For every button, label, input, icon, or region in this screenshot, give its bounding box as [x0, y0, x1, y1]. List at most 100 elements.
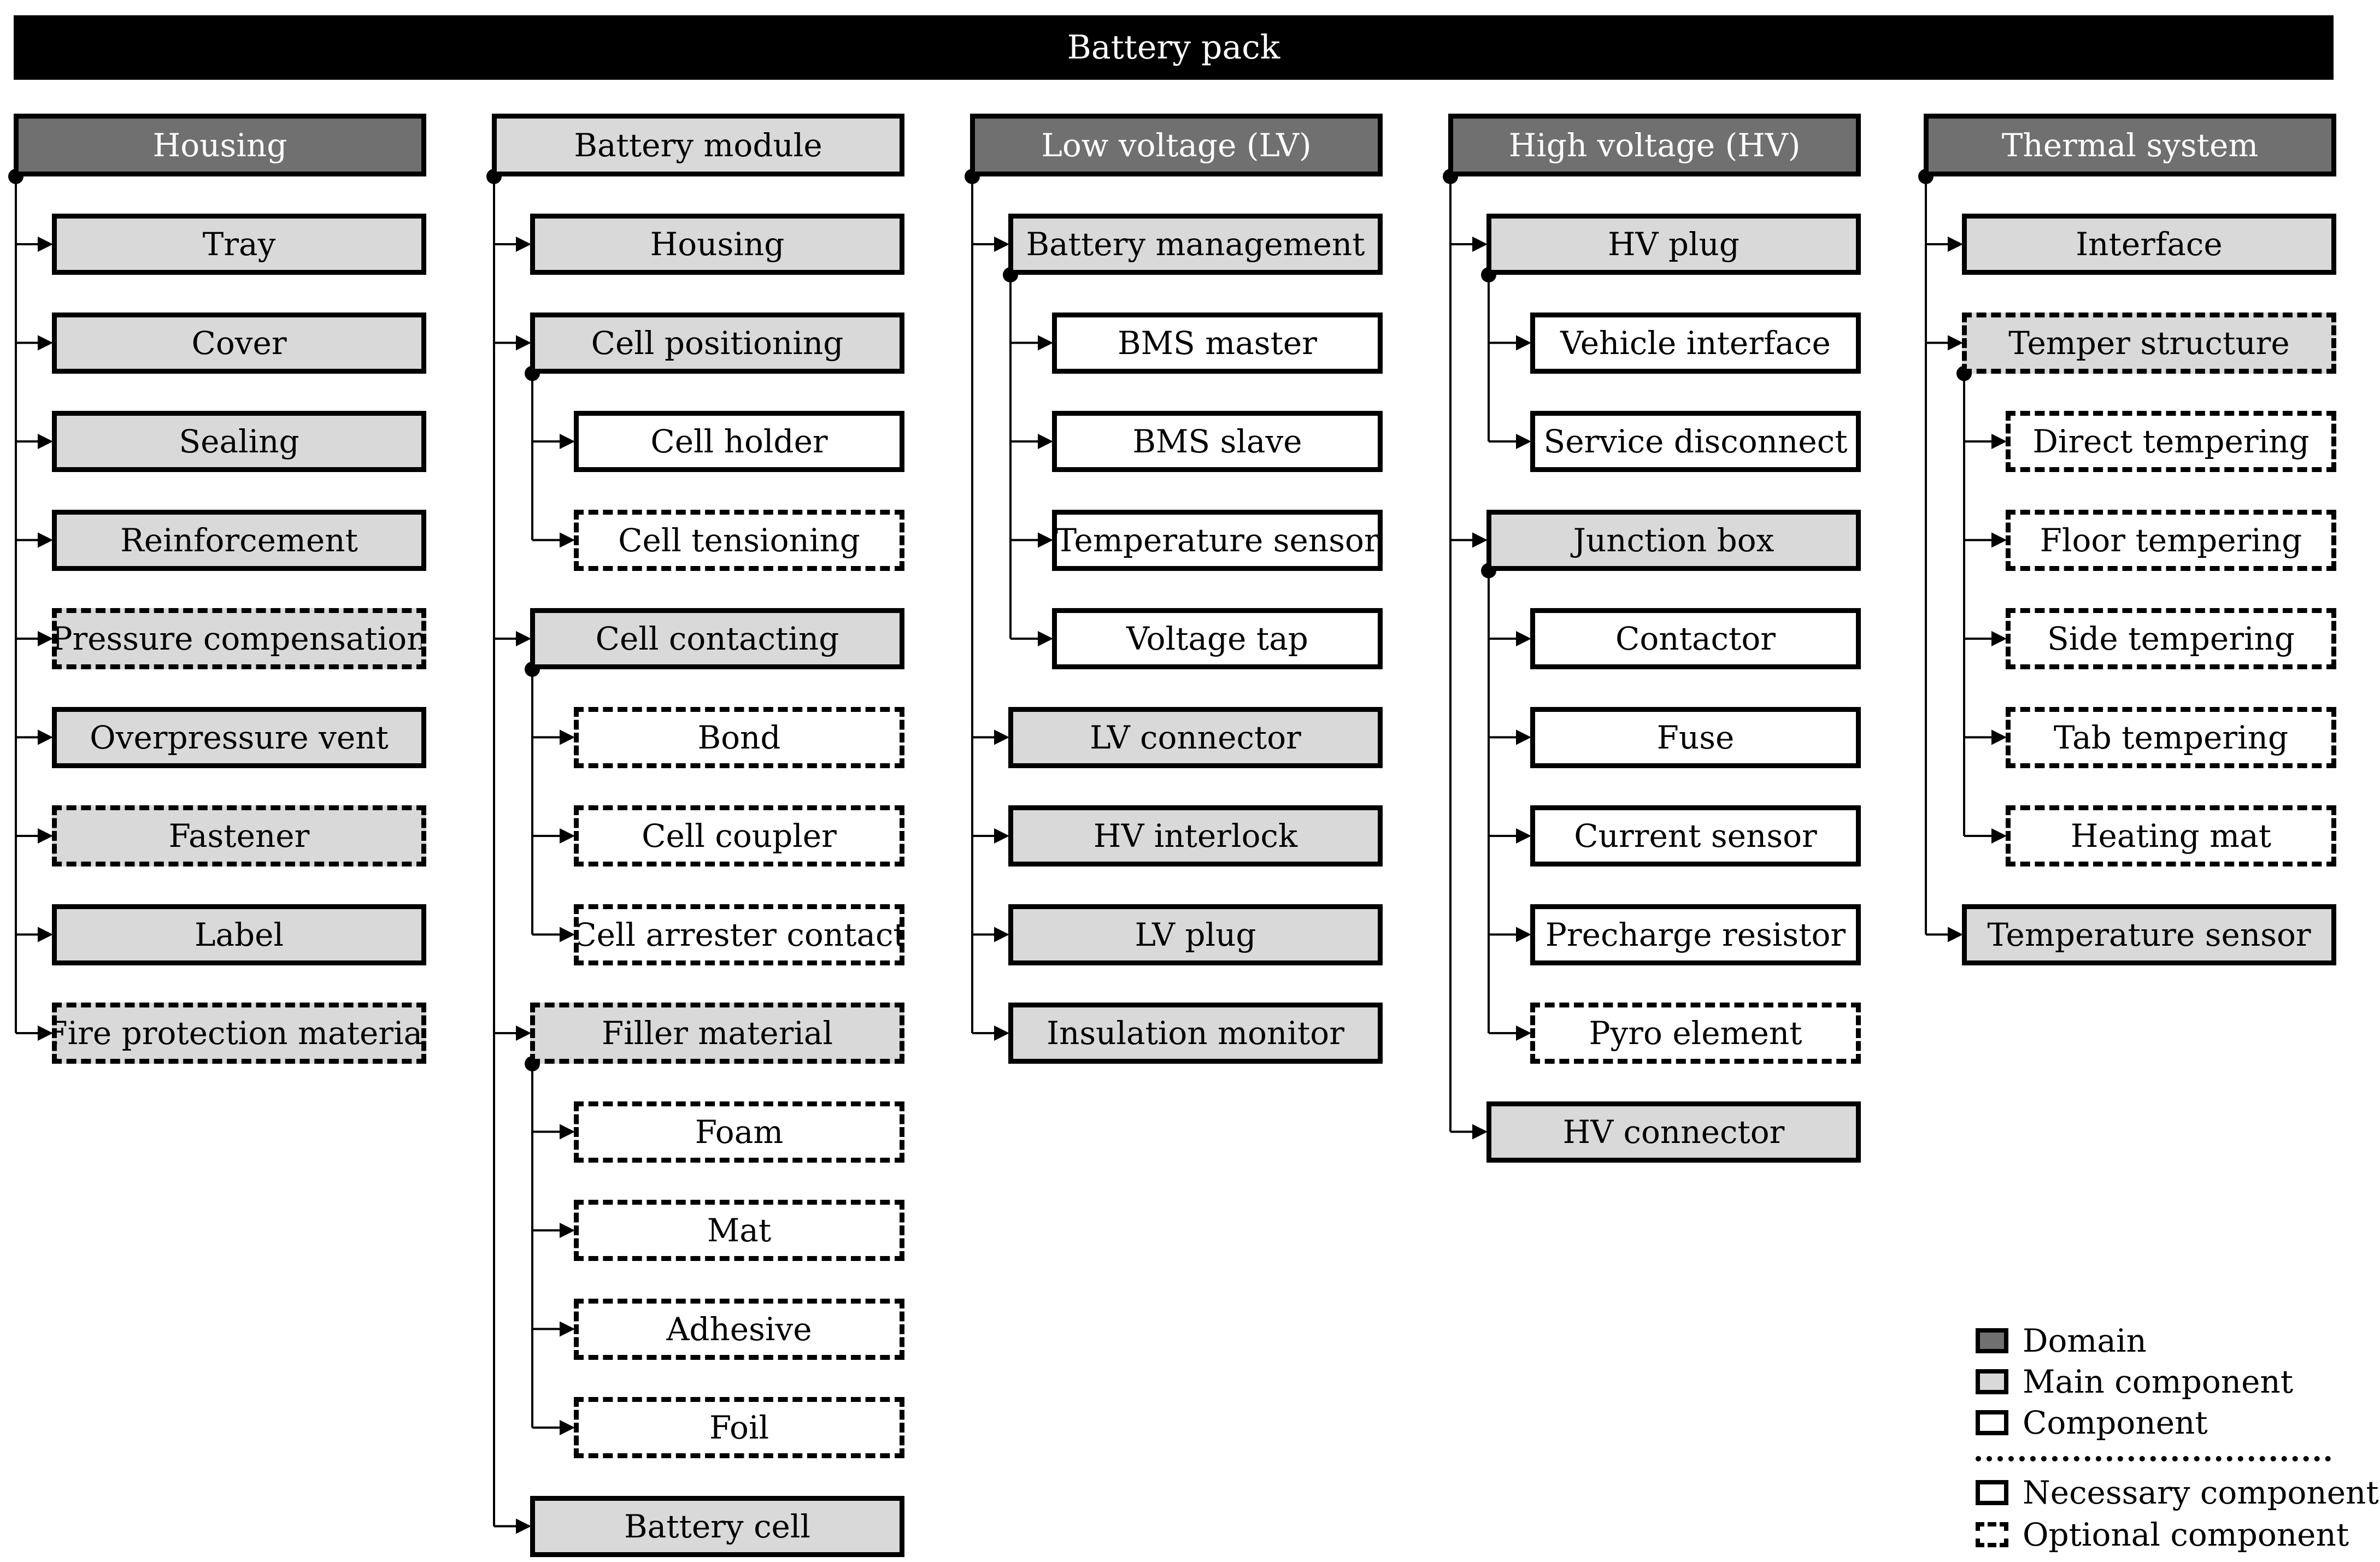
- domain-node-housing-label: Housing: [152, 126, 287, 164]
- arrow-filler-material-mat: [560, 1223, 575, 1238]
- node-housing-fire-protection-material: Fire protection material: [52, 1003, 426, 1064]
- domain-node-housing: Housing: [14, 114, 426, 176]
- node-high-voltage-hv-hv-plug: HV plug: [1486, 214, 1861, 275]
- arrow-high-voltage-hv-hv-connector: [1472, 1124, 1488, 1140]
- arrow-housing-cover: [38, 335, 53, 351]
- arrow-cell-contacting-cell-arrester-contact: [560, 927, 575, 942]
- node-temper-structure-side-tempering-label: Side tempering: [2047, 620, 2295, 657]
- node-cell-contacting-cell-arrester-contact: Cell arrester contact: [574, 904, 904, 965]
- node-housing-label: Label: [52, 904, 426, 965]
- node-high-voltage-hv-hv-connector: HV connector: [1486, 1101, 1861, 1163]
- node-cell-contacting-bond: Bond: [574, 706, 904, 768]
- arrow-housing-reinforcement: [38, 532, 53, 548]
- node-temper-structure-direct-tempering-label: Direct tempering: [2032, 423, 2310, 460]
- node-battery-management-bms-slave-label: BMS slave: [1132, 423, 1302, 460]
- arrow-filler-material-foam: [560, 1124, 575, 1140]
- arrow-low-voltage-lv-battery-management: [994, 237, 1009, 252]
- node-housing-reinforcement: Reinforcement: [52, 509, 426, 571]
- node-housing-sealing: Sealing: [52, 411, 426, 472]
- node-junction-box-contactor: Contactor: [1530, 608, 1861, 669]
- node-hv-plug-vehicle-interface-label: Vehicle interface: [1560, 324, 1831, 362]
- node-temper-structure-heating-mat: Heating mat: [2006, 805, 2336, 867]
- domain-node-high-voltage-hv: High voltage (HV): [1448, 114, 1861, 176]
- node-temper-structure-tab-tempering: Tab tempering: [2006, 706, 2336, 768]
- legend-swatch-main-component: [1976, 1369, 2008, 1394]
- node-thermal-system-temperature-sensor-label: Temperature sensor: [1987, 916, 2311, 953]
- node-filler-material-adhesive: Adhesive: [574, 1298, 904, 1360]
- node-housing-overpressure-vent: Overpressure vent: [52, 706, 426, 768]
- arrow-battery-management-bms-master: [1038, 335, 1053, 351]
- arrow-hv-plug-service-disconnect: [1516, 434, 1531, 449]
- node-battery-module-battery-cell: Battery cell: [530, 1495, 904, 1557]
- arrow-battery-module-cell-positioning: [516, 335, 531, 351]
- node-housing-fire-protection-material-label: Fire protection material: [52, 1015, 426, 1052]
- node-cell-positioning-cell-holder-label: Cell holder: [650, 423, 828, 460]
- legend-label-necessary: Necessary component: [2023, 1474, 2379, 1511]
- node-thermal-system-temper-structure-label: Temper structure: [2008, 324, 2290, 362]
- legend-item-domain: Domain: [1976, 1322, 2147, 1359]
- arrow-hv-plug-vehicle-interface: [1516, 335, 1531, 351]
- node-low-voltage-lv-lv-plug-label: LV plug: [1135, 916, 1256, 953]
- node-cell-contacting-cell-coupler-label: Cell coupler: [642, 817, 837, 854]
- arrow-battery-management-temperature-sensor: [1038, 532, 1053, 548]
- arrow-junction-box-fuse: [1516, 729, 1531, 745]
- node-junction-box-pyro-element: Pyro element: [1530, 1003, 1861, 1064]
- arrow-battery-module-housing: [516, 237, 531, 252]
- arrow-low-voltage-lv-lv-plug: [994, 927, 1009, 942]
- node-housing-cover: Cover: [52, 312, 426, 374]
- arrow-temper-structure-heating-mat: [1991, 828, 2007, 844]
- node-battery-management-voltage-tap: Voltage tap: [1052, 608, 1383, 669]
- arrow-low-voltage-lv-lv-connector: [994, 729, 1009, 745]
- node-battery-management-voltage-tap-label: Voltage tap: [1126, 620, 1308, 657]
- node-housing-pressure-compensation-label: Pressure compensation: [52, 620, 426, 657]
- node-housing-reinforcement-label: Reinforcement: [120, 521, 358, 559]
- node-battery-module-housing: Housing: [530, 214, 904, 275]
- node-battery-management-bms-slave: BMS slave: [1052, 411, 1383, 472]
- domain-node-thermal-system-label: Thermal system: [2001, 126, 2259, 164]
- node-temper-structure-tab-tempering-label: Tab tempering: [2053, 718, 2289, 756]
- domain-node-low-voltage-lv: Low voltage (LV): [970, 114, 1383, 176]
- arrow-high-voltage-hv-junction-box: [1472, 532, 1488, 548]
- node-temper-structure-floor-tempering: Floor tempering: [2006, 509, 2336, 571]
- arrow-cell-contacting-bond: [560, 729, 575, 745]
- node-cell-positioning-cell-holder: Cell holder: [574, 411, 904, 472]
- node-battery-management-temperature-sensor-label: Temperature sensor: [1055, 521, 1379, 559]
- node-battery-module-housing-label: Housing: [650, 226, 785, 263]
- legend-label-optional: Optional component: [2023, 1516, 2349, 1553]
- node-housing-fastener-label: Fastener: [168, 817, 310, 854]
- arrow-housing-sealing: [38, 434, 53, 449]
- arrow-junction-box-precharge-resistor: [1516, 927, 1531, 942]
- node-housing-fastener: Fastener: [52, 805, 426, 867]
- node-low-voltage-lv-lv-plug: LV plug: [1008, 904, 1383, 965]
- arrow-housing-fire-protection-material: [38, 1025, 53, 1041]
- node-junction-box-fuse: Fuse: [1530, 706, 1861, 768]
- legend-swatch-necessary: [1976, 1480, 2008, 1505]
- node-junction-box-pyro-element-label: Pyro element: [1589, 1015, 1802, 1052]
- arrow-temper-structure-floor-tempering: [1991, 532, 2007, 548]
- arrow-thermal-system-temperature-sensor: [1948, 927, 1963, 942]
- arrow-junction-box-contactor: [1516, 631, 1531, 646]
- node-battery-module-cell-contacting-label: Cell contacting: [595, 620, 839, 657]
- node-battery-module-cell-positioning-label: Cell positioning: [591, 324, 844, 362]
- legend-label-domain: Domain: [2023, 1322, 2147, 1359]
- node-low-voltage-lv-hv-interlock: HV interlock: [1008, 805, 1383, 867]
- node-filler-material-foam: Foam: [574, 1101, 904, 1163]
- node-thermal-system-temperature-sensor: Temperature sensor: [1962, 904, 2336, 965]
- arrow-housing-pressure-compensation: [38, 631, 53, 646]
- legend-swatch-component: [1976, 1410, 2008, 1435]
- arrow-temper-structure-tab-tempering: [1991, 729, 2007, 745]
- node-battery-module-filler-material-label: Filler material: [602, 1015, 833, 1052]
- node-battery-management-bms-master-label: BMS master: [1118, 324, 1317, 362]
- arrow-temper-structure-side-tempering: [1991, 631, 2007, 646]
- node-cell-positioning-cell-tensioning: Cell tensioning: [574, 509, 904, 571]
- arrow-filler-material-adhesive: [560, 1321, 575, 1337]
- legend-label-component: Component: [2023, 1404, 2208, 1441]
- node-low-voltage-lv-insulation-monitor: Insulation monitor: [1008, 1003, 1383, 1064]
- node-junction-box-fuse-label: Fuse: [1656, 718, 1735, 756]
- node-high-voltage-hv-hv-connector-label: HV connector: [1562, 1113, 1785, 1151]
- arrow-housing-overpressure-vent: [38, 729, 53, 745]
- legend-item-main-component: Main component: [1976, 1363, 2293, 1400]
- node-temper-structure-direct-tempering: Direct tempering: [2006, 411, 2336, 472]
- arrow-battery-management-bms-slave: [1038, 434, 1053, 449]
